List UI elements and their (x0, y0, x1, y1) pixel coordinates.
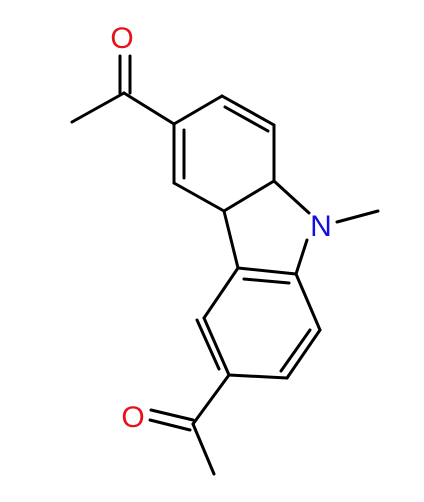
bond-ring2-top (236, 266, 298, 276)
bond-n-c-lower (294, 238, 309, 276)
bond-ring2-d (202, 316, 231, 377)
bond-ring2-e (202, 266, 240, 320)
bonds (70, 54, 380, 476)
bond-ring1-e (172, 181, 226, 213)
bond-ring2-a (294, 272, 322, 332)
bond-ring2-b-inner (279, 328, 312, 373)
bond-ring1-b-inner (223, 105, 270, 133)
bond-ring2-top-inner (242, 277, 291, 285)
bond-top-acyl (122, 91, 176, 126)
bond-ring2-b (285, 328, 322, 380)
bond-bottom-carbonyl-a (149, 408, 195, 422)
bond-bottom-methyl (191, 422, 216, 476)
bond-ring2-c (227, 373, 289, 380)
atom-label-oxygen-top: O (110, 22, 133, 55)
atom-label-oxygen-bottom: O (121, 401, 144, 434)
bond-bottom-acyl (191, 373, 231, 426)
bond-ring1-b (220, 94, 276, 127)
bond-ring2-d-inner (195, 318, 221, 371)
bond-ring-fusion (222, 209, 240, 270)
atom-label-nitrogen: N (310, 210, 332, 243)
bond-ring1-d (222, 179, 276, 213)
bond-ring1-a (172, 94, 224, 126)
bond-n-methyl (335, 209, 380, 224)
bond-top-methyl (70, 91, 126, 124)
bond-c-n-upper (272, 179, 311, 215)
bond-bottom-carbonyl-b (148, 418, 192, 432)
